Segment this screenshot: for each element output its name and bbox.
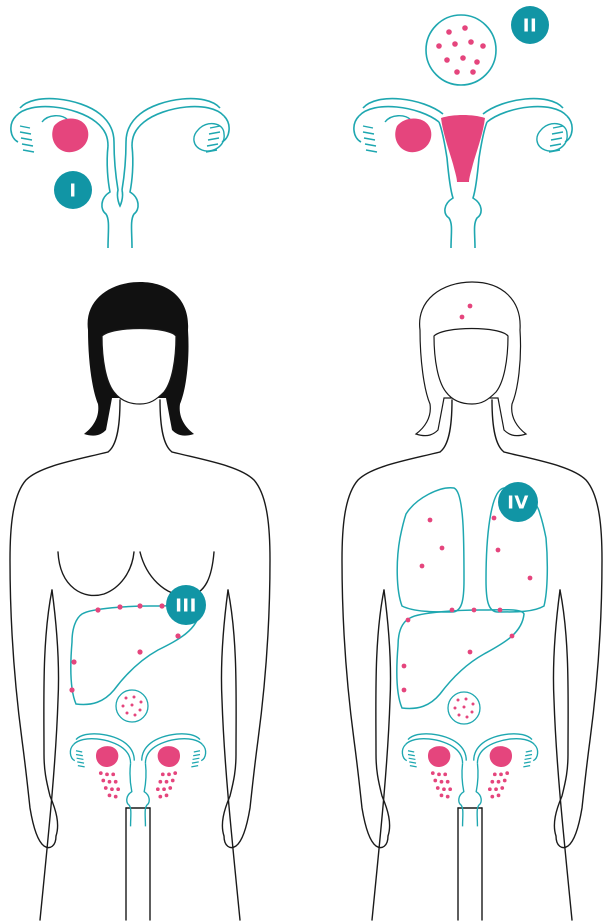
cell-cluster-icon: [116, 690, 148, 722]
uterus-icon: [402, 734, 537, 827]
stage-1-badge-label: I: [69, 181, 76, 202]
stage-1-uterus-group: [11, 99, 229, 248]
uterus-icon: [11, 99, 229, 248]
ovary-icon: [194, 124, 224, 151]
left-ovary-tumor: [395, 119, 431, 153]
female-body-icon: [342, 400, 602, 920]
female-body-icon: [10, 400, 270, 920]
uterus-tumor-fill: [441, 115, 485, 182]
cell-cluster-icon: [426, 15, 496, 85]
left-ovary-tumor: [52, 119, 88, 153]
lung-icon: [397, 488, 464, 612]
stage-3-body-group: [10, 282, 270, 920]
ovary-icon: [537, 124, 567, 151]
stage-3-badge: III: [166, 585, 206, 625]
stage-2-badge-label: II: [523, 16, 537, 37]
stage-3-badge-label: III: [175, 596, 197, 617]
cell-cluster-icon: [448, 692, 480, 724]
stage-4-body-group: [342, 282, 602, 920]
stage-4-badge-label: IV: [507, 493, 529, 514]
uterus-icon: [70, 734, 205, 827]
stage-2-badge: II: [511, 6, 549, 44]
stage-4-badge: IV: [498, 482, 538, 522]
stage-2-uterus-group: [354, 99, 572, 248]
metastasis-dots: [69, 603, 180, 692]
stage-1-badge: I: [54, 171, 92, 209]
